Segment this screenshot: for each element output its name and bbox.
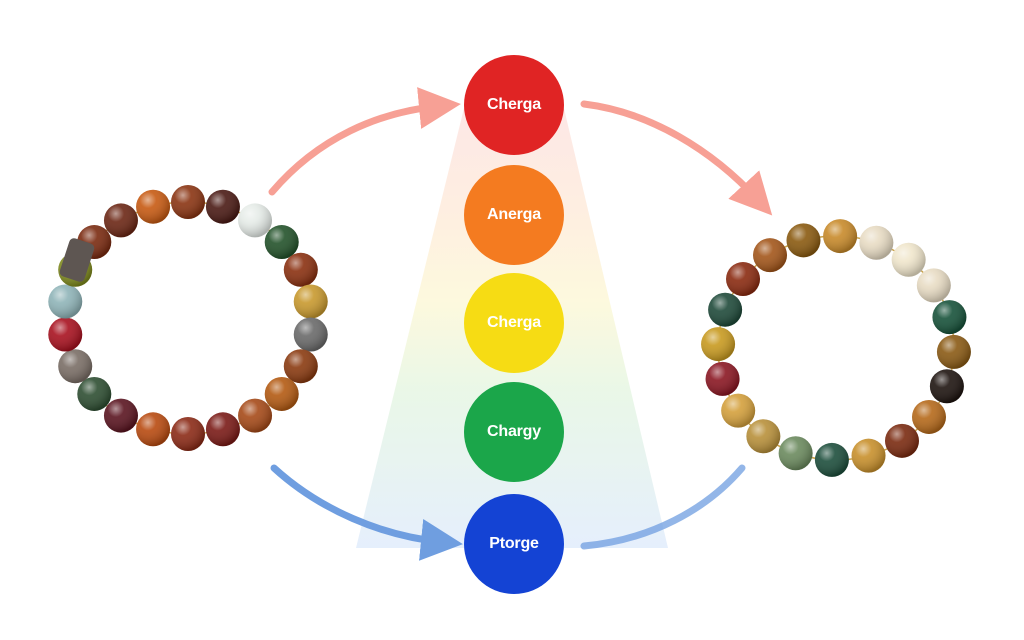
chakra-node-orange: Anerga xyxy=(464,165,564,265)
bead-shine xyxy=(891,242,926,277)
chakra-node-label: Cherga xyxy=(487,96,541,113)
bead-shine xyxy=(884,423,919,458)
bead-shine xyxy=(238,203,273,238)
right-bracelet-image xyxy=(701,219,971,477)
bead-shine xyxy=(77,376,112,411)
bead-shine xyxy=(171,417,205,451)
bead-shine xyxy=(929,369,964,404)
bead-shine xyxy=(238,398,273,433)
chakra-node-label: Chargy xyxy=(487,423,541,440)
bead-shine xyxy=(936,334,971,369)
bead-shine xyxy=(264,376,299,411)
bead-shine xyxy=(103,398,138,433)
chakra-node-red: Cherga xyxy=(464,55,564,155)
bead-shine xyxy=(103,203,138,238)
bead-shine xyxy=(283,252,318,287)
bead-shine xyxy=(701,327,736,362)
bead-shine xyxy=(171,185,205,219)
bead-shine xyxy=(293,317,328,352)
chakra-node-label: Cherga xyxy=(487,314,541,331)
bead-shine xyxy=(705,361,740,396)
bead-shine xyxy=(726,262,761,297)
bead-shine xyxy=(859,225,894,260)
bead-shine xyxy=(58,349,93,384)
chakra-node-yellow: Cherga xyxy=(464,273,564,373)
bead-shine xyxy=(851,438,886,473)
bead-shine xyxy=(721,393,756,428)
bead-shine xyxy=(293,284,328,319)
chakra-node-label: Anerga xyxy=(487,206,541,223)
bead-shine xyxy=(932,300,967,335)
bead-shine xyxy=(814,442,849,477)
bead-shine xyxy=(708,292,743,327)
chakra-node-blue: Ptorge xyxy=(464,494,564,594)
chakra-node-green: Chargy xyxy=(464,382,564,482)
bead-shine xyxy=(264,225,299,260)
bead-shine xyxy=(753,238,788,273)
chakra-node-label: Ptorge xyxy=(489,535,539,552)
bead-shine xyxy=(823,219,858,254)
bead-shine xyxy=(48,317,83,352)
bead-shine xyxy=(778,436,813,471)
bead-shine xyxy=(746,419,781,454)
arrow-left-to-bottom xyxy=(270,464,463,561)
bead-shine xyxy=(136,412,171,447)
bead-shine xyxy=(205,412,240,447)
bead-shine xyxy=(48,284,83,319)
arrow-left-to-top xyxy=(268,87,461,196)
bead-shine xyxy=(911,399,946,434)
bead-shine xyxy=(916,268,951,303)
bead-shine xyxy=(786,223,821,258)
arrow-top-to-right xyxy=(580,100,773,216)
tube-bead xyxy=(59,238,95,282)
bead-shine xyxy=(283,349,318,384)
bead-shine xyxy=(136,189,171,224)
arrow-bottom-to-right xyxy=(580,464,746,550)
bead-shine xyxy=(205,189,240,224)
left-bracelet-image xyxy=(48,185,328,451)
